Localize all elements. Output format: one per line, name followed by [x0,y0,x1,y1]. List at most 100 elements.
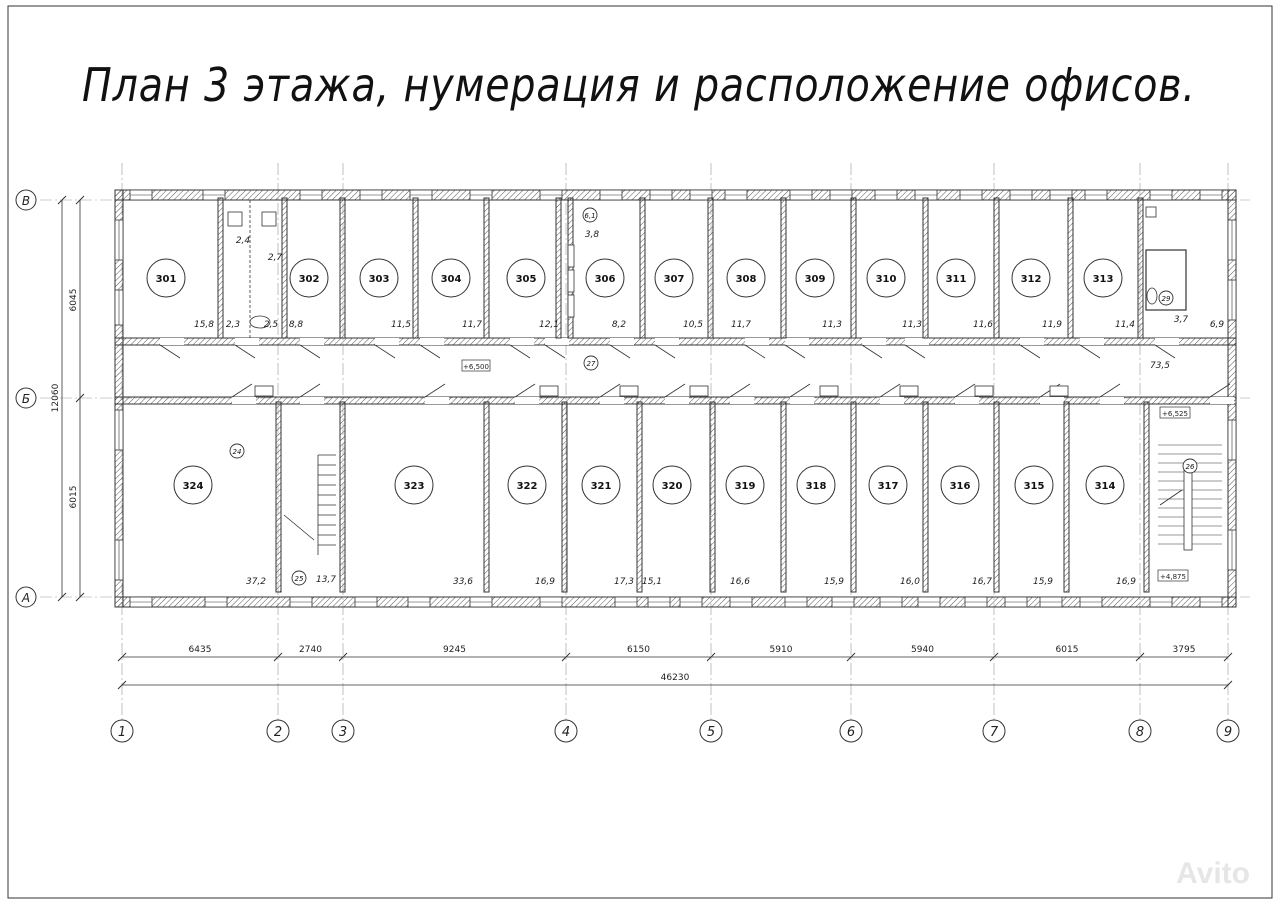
door-gap [1020,338,1044,345]
sink-icon [1145,206,1157,218]
room-area: 16,9 [535,577,555,587]
partition-wall [780,401,787,593]
door-leaf [599,383,621,398]
axis-bubble [839,719,863,743]
space-marker [1182,458,1198,474]
dimension-tick [1223,652,1233,662]
partition-wall [993,401,1000,593]
partition-wall [483,197,490,339]
level-box [1159,406,1191,419]
door-gap [160,338,184,345]
space-marker [291,570,307,586]
room-number: 314 [1095,481,1116,492]
partition-wall [281,197,288,339]
room-bubble [1011,258,1051,298]
axis-number: 3 [339,725,347,740]
partition-wall [993,197,1000,339]
room-area: 8,2 [612,320,627,330]
partition-wall [850,197,857,339]
axis-number: 4 [562,725,570,740]
dimension-tick [989,652,999,662]
door-gap [790,397,814,404]
room-area: 11,4 [1115,320,1135,330]
axis-number: 5 [707,725,715,740]
watermark-text: Avito [1176,857,1250,890]
space-marker-label: 25 [295,575,304,583]
door-leaf [609,344,631,359]
wc-area: 2,5 [264,320,279,330]
room-bubble [394,465,434,505]
room-number: 320 [662,481,683,492]
door-gap [1155,338,1179,345]
door-gap [610,338,634,345]
axis-bubble [15,189,37,211]
door-leaf [424,383,446,398]
room-number: 319 [735,481,756,492]
door-gap [300,397,324,404]
dimension-total-label: 46230 [661,673,690,683]
room-number: 312 [1021,274,1042,285]
partition-wall [709,401,716,593]
door-leaf [861,344,883,359]
room-number: 307 [664,274,685,285]
room-number: 318 [806,481,827,492]
room-number: 301 [156,274,177,285]
room-number: 323 [404,481,425,492]
column-cap [1049,385,1069,397]
space-marker-label: 29 [1162,295,1171,303]
room-number: 306 [595,274,616,285]
room-number: 311 [946,274,967,285]
axis-number: 9 [1224,725,1232,740]
door-leaf [419,344,441,359]
door-leaf [374,344,396,359]
door-leaf [159,344,181,359]
space-marker-label: 26 [1186,463,1195,471]
shaft-element [567,294,575,318]
partition-wall [555,197,562,339]
partition-wall [636,401,643,593]
door-gap [862,338,886,345]
column-cap [619,385,639,397]
room-bubble [725,465,765,505]
room-bubble [796,465,836,505]
partition-wall [922,197,929,339]
column-cap [539,385,559,397]
door-gap [1100,397,1124,404]
axis-bubble [699,719,723,743]
room-area: 8,8 [289,320,304,330]
dimension-label: 6015 [1056,645,1079,655]
door-gap [785,338,809,345]
room-number: 321 [591,481,612,492]
room-area: 15,8 [194,320,214,330]
room-number: 324 [183,481,204,492]
dimension-label-vertical: 6045 [69,289,79,312]
dimension-label: 6435 [189,645,212,655]
door-leaf [1154,344,1176,359]
partition-wall [339,197,346,339]
room-number: 313 [1093,274,1114,285]
room-area: 11,6 [973,320,993,330]
door-gap [420,338,444,345]
door-gap [1210,397,1234,404]
small-area: 3,7 [1174,315,1189,325]
wc-area: 2,4 [236,236,251,246]
shaft-element [567,269,575,293]
outer-wall-bottom [114,596,1237,608]
door-gap [1040,397,1064,404]
door-gap [600,397,624,404]
space-marker-label: 6,1 [584,212,595,220]
partition-wall [922,401,929,593]
partition-wall [561,401,568,593]
dimension-label: 3795 [1173,645,1196,655]
door-gap [665,397,689,404]
axis-bubble [982,719,1006,743]
room-area: 16,0 [900,577,920,587]
room-number: 316 [950,481,971,492]
partition-wall [1137,197,1144,339]
small-area: 73,5 [1150,361,1170,371]
room-bubble [940,465,980,505]
axis-bubble [1216,719,1240,743]
sheet-frame [7,5,1273,899]
plan-title: План 3 этажа, нумерация и расположение о… [82,58,1196,112]
